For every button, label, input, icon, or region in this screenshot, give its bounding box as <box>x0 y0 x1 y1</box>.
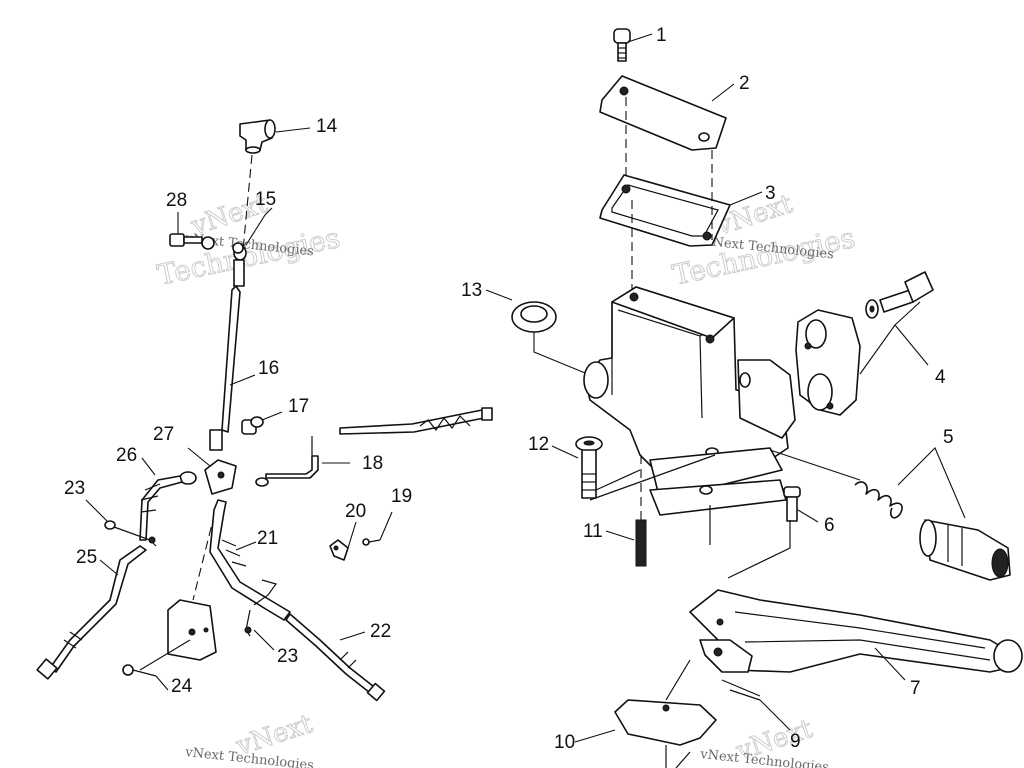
brake-hose-21 <box>209 499 291 621</box>
tee-fitting <box>239 119 276 154</box>
handlebar-clamp <box>795 309 861 416</box>
callout-1: 1 <box>656 25 667 46</box>
brake-hose-16 <box>209 285 241 451</box>
callout-6: 6 <box>824 515 835 536</box>
callout-9: 9 <box>790 731 801 752</box>
mount-bolt-12 <box>575 436 603 499</box>
brake-hose-18 <box>265 407 493 479</box>
diaphragm-gasket <box>599 174 731 247</box>
hose-clip-23-lower <box>244 579 277 637</box>
callout-7: 7 <box>910 678 921 699</box>
callout-20: 20 <box>345 501 366 522</box>
piston-spring <box>854 481 1011 581</box>
callouts: 1 2 3 4 5 6 7 9 10 11 12 13 14 15 16 17 … <box>64 25 954 753</box>
spring-clip <box>721 679 761 701</box>
callout-26: 26 <box>116 445 137 466</box>
cover-screw <box>613 28 631 62</box>
callout-13: 13 <box>461 280 482 301</box>
set-screw-11 <box>635 519 647 567</box>
brake-hose-25 <box>36 545 147 680</box>
callout-24: 24 <box>171 676 193 697</box>
watermark-bottom-left: vNext vNext Technologies <box>184 708 318 768</box>
brake-hose-26 <box>139 475 183 541</box>
watermark-word: Technologies <box>155 221 343 292</box>
fitting-17 <box>241 416 264 435</box>
callout-19: 19 <box>391 486 412 507</box>
bleeder-screw <box>362 538 381 546</box>
callout-23-lower: 23 <box>277 646 298 667</box>
bleeder-cap <box>329 539 349 561</box>
junction-block <box>179 459 269 495</box>
pivot-pin <box>783 486 801 522</box>
brake-lever <box>689 589 1023 673</box>
callout-5: 5 <box>943 427 954 448</box>
brake-hose-22 <box>285 613 386 702</box>
reservoir-cover <box>599 75 727 151</box>
callout-27: 27 <box>153 424 174 445</box>
callout-18: 18 <box>362 453 383 474</box>
callout-10: 10 <box>554 732 575 753</box>
callout-17: 17 <box>288 396 309 417</box>
boot-seal-ring <box>511 301 557 333</box>
watermark-bottom-right: vNext vNext Technologies <box>699 713 830 768</box>
callout-23-upper: 23 <box>64 478 85 499</box>
callout-28: 28 <box>166 190 187 211</box>
callout-2: 2 <box>739 73 750 94</box>
callout-11: 11 <box>583 521 603 542</box>
callout-12: 12 <box>528 434 549 455</box>
callout-4: 4 <box>935 367 946 388</box>
banjo-bolt <box>169 233 244 254</box>
callout-16: 16 <box>258 358 279 379</box>
callout-22: 22 <box>370 621 391 642</box>
clamp-bolt <box>865 271 934 319</box>
mount-bracket <box>167 599 217 661</box>
callout-3: 3 <box>765 183 776 204</box>
bracket-screw <box>122 664 157 677</box>
callout-14: 14 <box>316 116 338 137</box>
lever-pad <box>614 699 717 746</box>
callout-25: 25 <box>76 547 97 568</box>
callout-21: 21 <box>257 528 278 549</box>
callout-15: 15 <box>255 189 276 210</box>
master-cylinder-body <box>583 286 796 516</box>
hose-clip-23-upper <box>104 520 157 547</box>
